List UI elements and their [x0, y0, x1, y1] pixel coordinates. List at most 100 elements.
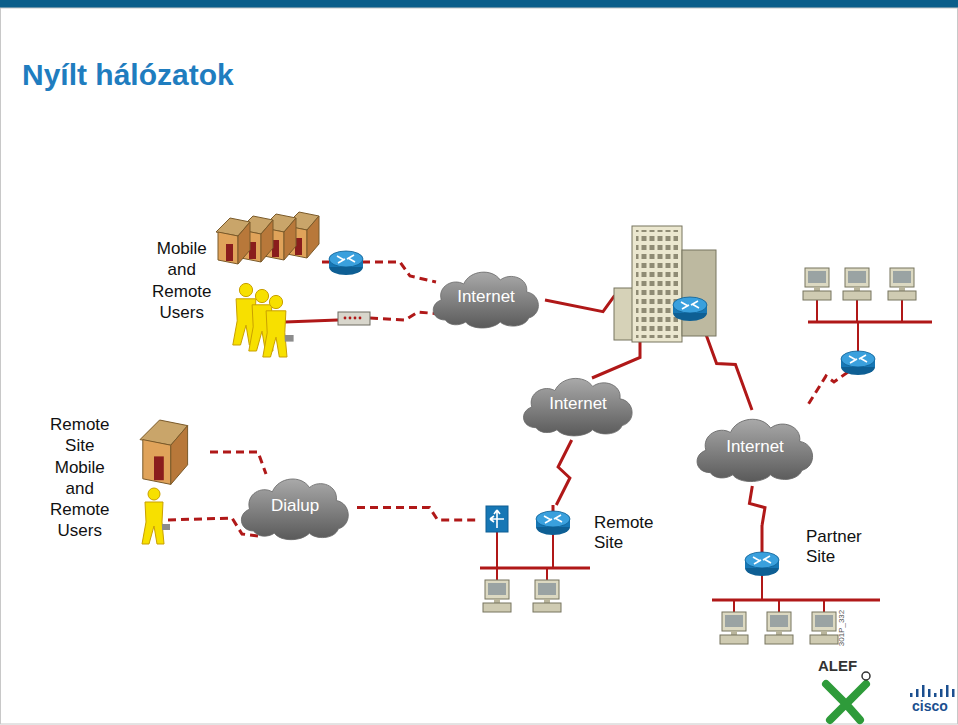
pc-icon — [810, 612, 838, 644]
lan-drop — [856, 300, 858, 322]
pc-monitor — [485, 580, 509, 599]
pc-stand — [854, 287, 860, 291]
user-group-label: Mobile and Remote Users — [152, 238, 212, 323]
pc-monitor — [890, 268, 914, 287]
pc-tower — [810, 635, 838, 644]
cisco-logo-bar — [946, 685, 949, 697]
pc-tower — [720, 635, 748, 644]
user-head — [255, 289, 268, 302]
site-label: Remote Site — [594, 513, 654, 554]
pc-icon — [888, 268, 916, 300]
lan-drop — [823, 600, 825, 612]
modem-led — [349, 317, 352, 320]
pc-tower — [533, 603, 561, 612]
user-group-label: Remote Site Mobile and Remote Users — [50, 414, 110, 542]
site-group: Remote Site — [478, 505, 658, 605]
house-icon — [216, 218, 250, 264]
pc-tower — [843, 291, 871, 300]
vpn-dashed-line — [362, 262, 436, 282]
user-head — [239, 283, 252, 296]
lan-bus — [712, 599, 880, 602]
house-side — [307, 216, 319, 258]
network-cloud: Dialup — [233, 468, 357, 544]
house-side — [261, 220, 273, 262]
pc-screen — [538, 583, 556, 595]
pc-screen — [725, 615, 743, 627]
pc-stand — [494, 599, 500, 603]
pc-icon — [803, 268, 831, 300]
user-body — [142, 502, 164, 544]
network-cloud: Internet — [425, 262, 547, 332]
router-icon — [745, 552, 779, 576]
access-line — [322, 261, 330, 264]
vpn-dashed-line — [370, 312, 440, 320]
user-head — [269, 295, 282, 308]
dialup-link — [357, 508, 478, 520]
pc-tower — [483, 603, 511, 612]
house-side — [171, 426, 188, 485]
cisco-logo-bar — [940, 689, 943, 697]
router-stub — [761, 525, 764, 556]
user-body — [263, 311, 287, 357]
lan-drop — [546, 568, 548, 580]
router-icon — [536, 511, 570, 535]
slide-frame — [1, 8, 958, 724]
pc-icon — [843, 268, 871, 300]
cisco-logo-bar — [910, 693, 913, 697]
building-right — [682, 250, 716, 336]
pc-monitor — [535, 580, 559, 599]
pc-stand — [776, 631, 782, 635]
network-cloud: Internet — [515, 368, 641, 440]
logo-text: cisco — [912, 698, 948, 716]
router-top — [841, 351, 875, 367]
pc-icon — [720, 612, 748, 644]
house-side — [284, 218, 296, 260]
pc-tower — [888, 291, 916, 300]
pc-icon — [533, 580, 561, 612]
site-label: Partner Site — [806, 527, 862, 568]
serial-link — [749, 486, 765, 525]
logo-text: ALEF — [818, 657, 857, 676]
alef-logo-mark — [826, 684, 866, 720]
modem-icon — [338, 312, 370, 325]
pc-icon — [483, 580, 511, 612]
pc-stand — [544, 599, 550, 603]
pc-stand — [731, 631, 737, 635]
pc-screen — [848, 271, 866, 283]
user-case — [285, 335, 294, 342]
serial-link — [556, 440, 571, 505]
router-top — [745, 552, 779, 568]
network-cloud: Internet — [688, 408, 822, 486]
pc-stand — [821, 631, 827, 635]
pc-screen — [815, 615, 833, 627]
alef-logo-ring — [862, 672, 870, 680]
router-arrows — [681, 301, 699, 309]
modem-led — [344, 317, 347, 320]
house-door — [154, 456, 164, 480]
building-windows — [636, 230, 678, 338]
modem-led — [359, 317, 362, 320]
modem-led — [354, 317, 357, 320]
access-server-icon — [486, 506, 508, 532]
cisco-logo-bar — [934, 693, 937, 697]
house-icon — [140, 420, 188, 484]
pc-monitor — [845, 268, 869, 287]
house-wall — [218, 232, 238, 264]
house-side — [238, 222, 250, 264]
user-head — [148, 488, 160, 500]
cisco-logo-bar — [952, 689, 955, 697]
pc-screen — [488, 583, 506, 595]
cisco-logo-bar — [928, 689, 931, 697]
pc-screen — [808, 271, 826, 283]
pc-monitor — [767, 612, 791, 631]
router-arrows — [337, 255, 355, 263]
cloud-label: Internet — [515, 368, 641, 440]
site-group: Partner Site — [700, 525, 880, 650]
cisco-logo-bar — [922, 685, 925, 697]
router-arrows — [849, 355, 867, 363]
router-top — [329, 251, 363, 267]
header-band — [0, 0, 958, 8]
